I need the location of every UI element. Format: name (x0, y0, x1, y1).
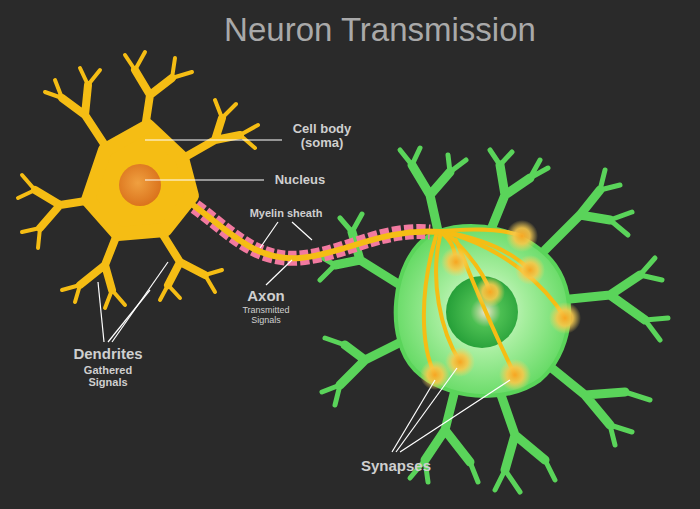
axon-label: Axon (236, 288, 296, 305)
axon-terminals (424, 229, 565, 375)
dendrites-note: Gathered Signals (73, 364, 143, 388)
nucleus-label: Nucleus (260, 173, 340, 187)
axon-note: Transmitted Signals (231, 306, 301, 326)
dendrites-label: Dendrites (58, 346, 158, 363)
synapse-glows (420, 220, 581, 391)
leader-lines (98, 140, 510, 452)
axon (180, 196, 440, 258)
cell-body-label: Cell body (soma) (282, 122, 362, 151)
title: Neuron Transmission (224, 12, 536, 48)
postsynaptic-nucleus (446, 276, 518, 348)
postsynaptic-cell-body (396, 226, 569, 396)
green-dendrites (318, 148, 668, 492)
myelin-label: Myelin sheath (231, 207, 341, 219)
synapses-label: Synapses (346, 458, 446, 475)
nucleus (119, 164, 161, 206)
